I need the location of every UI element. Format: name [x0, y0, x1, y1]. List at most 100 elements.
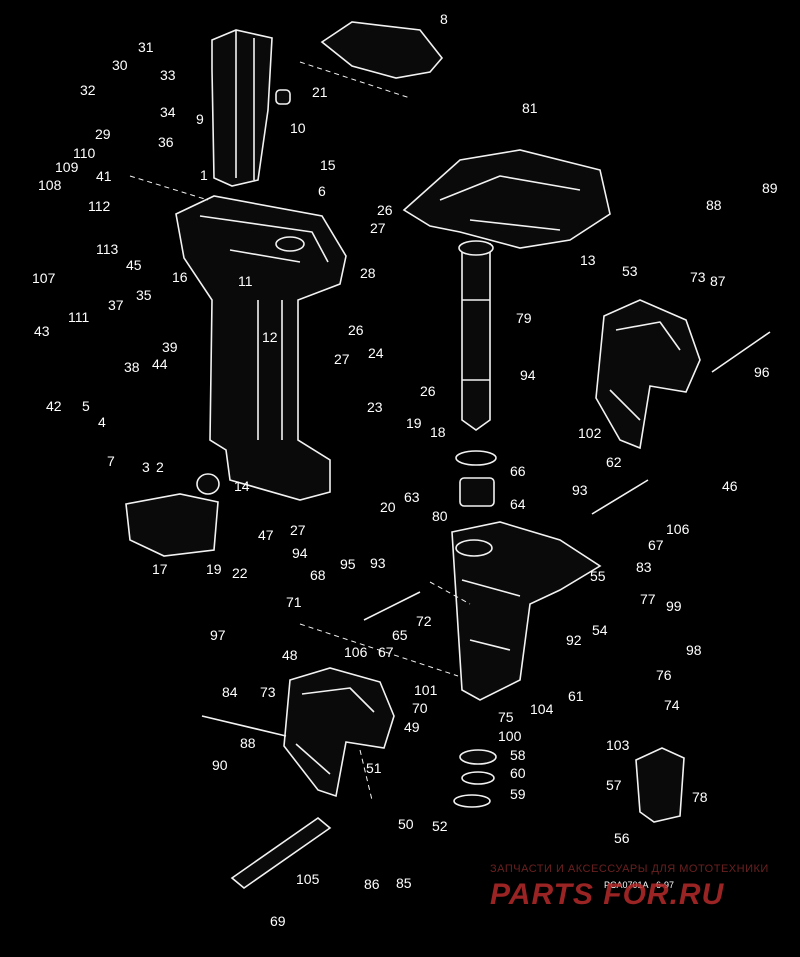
- callout-18: 18: [430, 424, 446, 440]
- callout-80: 80: [432, 508, 448, 524]
- callout-111: 111: [68, 309, 89, 325]
- callout-110: 110: [73, 145, 96, 161]
- callout-60: 60: [510, 765, 526, 781]
- callout-81: 81: [522, 100, 538, 116]
- callout-69: 69: [270, 913, 286, 929]
- callout-2: 2: [156, 459, 164, 475]
- callout-12: 12: [262, 329, 278, 345]
- callout-70: 70: [412, 700, 428, 716]
- callout-27: 27: [290, 522, 306, 538]
- callout-47: 47: [258, 527, 274, 543]
- callout-106: 106: [344, 644, 368, 660]
- callout-36: 36: [158, 134, 174, 150]
- callout-44: 44: [152, 356, 168, 372]
- callout-46: 46: [722, 478, 738, 494]
- callout-112: 112: [88, 198, 111, 214]
- callout-107: 107: [32, 270, 56, 286]
- callout-79: 79: [516, 310, 532, 326]
- callout-51: 51: [366, 760, 382, 776]
- callout-101: 101: [414, 682, 438, 698]
- part-80-swivel-bracket: [451, 521, 602, 701]
- callout-97: 97: [210, 627, 226, 643]
- callout-31: 31: [138, 39, 154, 55]
- callout-99: 99: [666, 598, 682, 614]
- callout-78: 78: [692, 789, 708, 805]
- assembly-drawing: [125, 21, 771, 890]
- part-17-lower-cover: [125, 493, 219, 557]
- callout-62: 62: [606, 454, 622, 470]
- callout-103: 103: [606, 737, 630, 753]
- part-78-clamp-plate: [635, 747, 685, 823]
- drawing-code: PCA0701A: [604, 880, 649, 890]
- callout-32: 32: [80, 82, 96, 98]
- part-1-drive-shaft-housing: [175, 195, 347, 501]
- callout-87: 87: [710, 273, 726, 289]
- drawing-date: 6-97: [656, 880, 674, 890]
- callout-19: 19: [406, 415, 422, 431]
- callout-63: 63: [404, 489, 420, 505]
- callout-94: 94: [520, 367, 536, 383]
- callout-39: 39: [162, 339, 178, 355]
- callout-102: 102: [578, 425, 602, 441]
- callout-57: 57: [606, 777, 622, 793]
- callout-14: 14: [234, 478, 250, 494]
- callout-15: 15: [320, 157, 336, 173]
- callout-35: 35: [136, 287, 152, 303]
- callout-109: 109: [55, 159, 79, 175]
- callout-64: 64: [510, 496, 526, 512]
- callout-26: 26: [377, 202, 393, 218]
- callout-93: 93: [572, 482, 588, 498]
- callout-76: 76: [656, 667, 672, 683]
- callout-85: 85: [396, 875, 412, 891]
- callout-21: 21: [312, 84, 328, 100]
- callout-88: 88: [706, 197, 722, 213]
- callout-65: 65: [392, 627, 408, 643]
- callout-83: 83: [636, 559, 652, 575]
- callout-24: 24: [368, 345, 384, 361]
- callout-34: 34: [160, 104, 176, 120]
- callout-30: 30: [112, 57, 128, 73]
- part-10-exhaust-housing: [211, 29, 273, 187]
- callout-49: 49: [404, 719, 420, 735]
- callout-90: 90: [212, 757, 228, 773]
- callout-106: 106: [666, 521, 690, 537]
- callout-5: 5: [82, 398, 90, 414]
- callout-20: 20: [380, 499, 396, 515]
- callout-13: 13: [580, 252, 596, 268]
- part-8-plate: [320, 21, 444, 79]
- callout-29: 29: [95, 126, 111, 142]
- callout-26: 26: [420, 383, 436, 399]
- callout-53: 53: [622, 263, 638, 279]
- callout-72: 72: [416, 613, 432, 629]
- callout-92: 92: [566, 632, 582, 648]
- callout-75: 75: [498, 709, 514, 725]
- callout-38: 38: [124, 359, 140, 375]
- callout-71: 71: [286, 594, 302, 610]
- callout-41: 41: [96, 168, 112, 184]
- callout-6: 6: [318, 183, 326, 199]
- callout-28: 28: [360, 265, 376, 281]
- callout-105: 105: [296, 871, 320, 887]
- callout-93: 93: [370, 555, 386, 571]
- callout-17: 17: [152, 561, 168, 577]
- callout-67: 67: [378, 644, 394, 660]
- callout-98: 98: [686, 642, 702, 658]
- callout-89: 89: [762, 180, 778, 196]
- callout-108: 108: [38, 177, 62, 193]
- watermark-caption: ЗАПЧАСТИ И АКСЕССУАРЫ ДЛЯ МОТОТЕХНИКИ: [490, 863, 769, 875]
- callout-1: 1: [200, 167, 208, 183]
- callout-96: 96: [754, 364, 770, 380]
- callout-27: 27: [370, 220, 386, 236]
- callout-19: 19: [206, 561, 222, 577]
- callout-55: 55: [590, 568, 606, 584]
- part-105-bottom-plate: [230, 816, 332, 890]
- part-13-upper-mount: [402, 149, 611, 249]
- callout-10: 10: [290, 120, 306, 136]
- callout-33: 33: [160, 67, 176, 83]
- callout-67: 67: [648, 537, 664, 553]
- callout-7: 7: [107, 453, 115, 469]
- callout-113: 113: [96, 241, 119, 257]
